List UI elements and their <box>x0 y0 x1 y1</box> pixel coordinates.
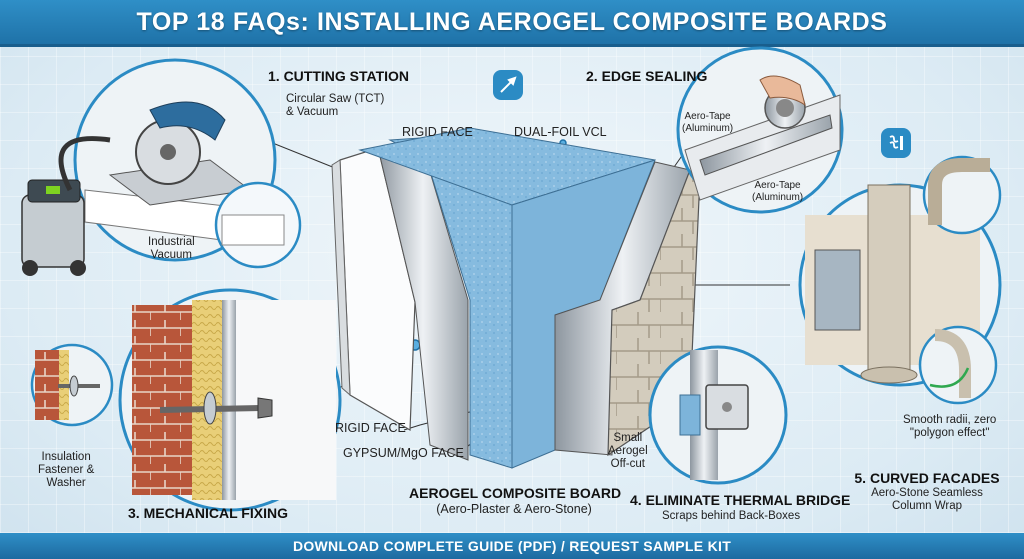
fastener-label: Insulation Fastener & Washer <box>38 451 95 490</box>
edge-heading: 2. EDGE SEALING <box>586 68 708 84</box>
tape-label-1: Aero-Tape (Aluminum) <box>682 111 734 134</box>
cutting-subtitle: Circular Saw (TCT) & Vacuum <box>286 93 385 119</box>
curved-facades-illustration <box>798 155 1002 405</box>
board-subtitle: (Aero-Plaster & Aero-Stone) <box>436 502 592 516</box>
cutting-station-illustration <box>21 58 302 276</box>
board-title: AEROGEL COMPOSITE BOARD <box>409 485 622 501</box>
dual-foil-label: DUAL-FOIL VCL <box>514 125 607 139</box>
curved-subtitle: Aero-Stone Seamless Column Wrap <box>871 487 983 513</box>
curved-heading: 5. CURVED FACADES <box>854 470 1000 486</box>
thermal-subtitle: Scraps behind Back-Boxes <box>662 510 801 522</box>
rigid-face-top-label: RIGID FACE <box>402 125 473 139</box>
composite-board-illustration <box>331 127 701 469</box>
footer-text: DOWNLOAD COMPLETE GUIDE (PDF) / REQUEST … <box>292 538 732 554</box>
rigid-face-left-label: RIGID FACE <box>335 421 406 435</box>
cutting-heading: 1. CUTTING STATION <box>268 68 410 84</box>
fixing-heading: 3. MECHANICAL FIXING <box>128 505 288 521</box>
tape-label-2: Aero-Tape (Aluminum) <box>752 180 804 203</box>
edge-sealing-illustration <box>676 46 844 214</box>
download-guide-button[interactable]: DOWNLOAD COMPLETE GUIDE (PDF) / REQUEST … <box>0 533 1024 559</box>
offcut-label: Small Aerogel Off-cut <box>608 432 648 471</box>
cutter-icon <box>493 70 523 100</box>
thermal-heading: 4. ELIMINATE THERMAL BRIDGE <box>630 492 851 508</box>
page-title: TOP 18 FAQs: INSTALLING AEROGEL COMPOSIT… <box>136 7 888 36</box>
mechanical-fixing-illustration <box>30 288 342 512</box>
thermal-bridge-illustration <box>648 345 788 485</box>
gypsum-label: GYPSUM/MgO FACE <box>343 446 464 460</box>
vacuum-label: Industrial Vacuum <box>148 236 195 262</box>
heat-waves-icon <box>881 128 911 158</box>
title-banner: TOP 18 FAQs: INSTALLING AEROGEL COMPOSIT… <box>0 0 1024 47</box>
radii-label: Smooth radii, zero "polygon effect" <box>903 414 997 440</box>
